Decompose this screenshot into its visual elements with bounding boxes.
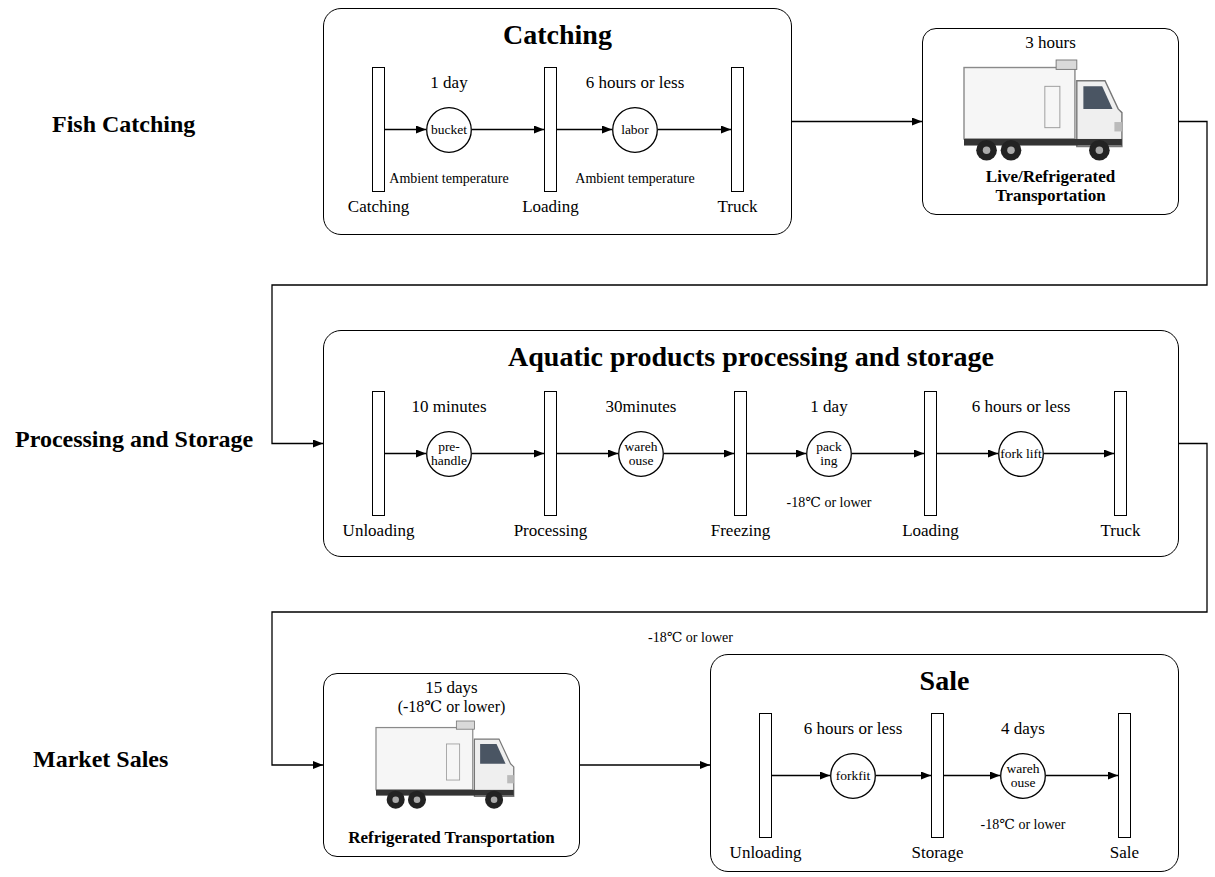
activity-circle: 1 daybucketAmbient temperature — [426, 107, 472, 153]
condition-label: Ambient temperature — [575, 171, 694, 187]
activity-circle: 4 dayswareh ouse-18℃ or lower — [1000, 753, 1046, 799]
stage-group: CatchingCatching1 daybucketAmbient tempe… — [323, 8, 792, 235]
bar-label: Sale — [1110, 843, 1139, 863]
stage-bar: Loading — [544, 67, 557, 192]
activity-circle: 6 hours or lessfork lift — [998, 431, 1044, 477]
row-label: Processing and Storage — [15, 426, 253, 454]
flow-arrow — [1046, 775, 1118, 776]
activity-circle: 6 hours or lessforkfit — [830, 753, 876, 799]
bar-label: Loading — [902, 521, 959, 541]
circle-shape — [613, 107, 658, 152]
activity-name: labor — [612, 122, 658, 136]
transport-label: Live/Refrigerated Transportation — [966, 167, 1136, 206]
flow-arrow — [385, 453, 426, 454]
stage-group: SaleUnloading6 hours or lessforkfitStora… — [710, 654, 1179, 872]
activity-name: fork lift — [998, 446, 1044, 460]
stage-bar: Truck — [731, 67, 744, 192]
bar-label: Unloading — [730, 843, 802, 863]
stage-bar: Unloading — [372, 391, 385, 516]
duration-label: 1 day — [810, 397, 847, 417]
bar-label: Unloading — [343, 521, 415, 541]
activity-name: bucket — [426, 122, 472, 136]
flow-arrow — [876, 775, 931, 776]
stage-title: Sale — [711, 665, 1178, 697]
flow-arrow — [658, 129, 731, 130]
stage-bar: Catching — [372, 67, 385, 192]
stage-bar: Freezing — [734, 391, 747, 516]
circle-shape — [999, 431, 1044, 476]
bar-label: Truck — [1101, 521, 1141, 541]
activity-name: wareh ouse — [1000, 761, 1046, 789]
stage-bar: Loading — [924, 391, 937, 516]
duration-label: 30minutes — [606, 397, 677, 417]
stage-bar: Truck — [1114, 391, 1127, 516]
circle-shape — [427, 431, 472, 476]
stage-group: Aquatic products processing and storageU… — [323, 330, 1179, 557]
condition-label: Ambient temperature — [389, 171, 508, 187]
activity-circle: 10 minutespre- handle — [426, 431, 472, 477]
activity-circle: 1 daypack ing-18℃ or lower — [806, 431, 852, 477]
bar-label: Storage — [912, 843, 964, 863]
stage-bar: Unloading — [759, 713, 772, 838]
flow-arrow — [772, 775, 830, 776]
note-label: -18℃ or lower — [648, 630, 733, 646]
flow-arrow — [385, 129, 426, 130]
duration-label: 10 minutes — [411, 397, 486, 417]
stage-bar: Processing — [544, 391, 557, 516]
activity-name: wareh ouse — [618, 439, 664, 467]
flow-arrow — [747, 453, 806, 454]
transport-box: 3 hoursLive/Refrigerated Transportation — [922, 28, 1179, 215]
activity-circle: 6 hours or lesslaborAmbient temperature — [612, 107, 658, 153]
stage-bar: Sale — [1118, 713, 1131, 838]
transport-time: 3 hours — [923, 33, 1178, 53]
activity-name: forkfit — [830, 768, 876, 782]
circle-shape — [619, 431, 664, 476]
flow-arrow — [557, 129, 612, 130]
flow-arrow — [580, 764, 710, 765]
duration-label: 6 hours or less — [586, 73, 685, 93]
circle-shape — [427, 107, 472, 152]
flow-arrow — [557, 453, 618, 454]
transport-box: 15 days(-18℃ or lower) Refrigerated Trans… — [323, 673, 580, 857]
duration-label: 1 day — [430, 73, 467, 93]
row-label: Fish Catching — [52, 111, 195, 139]
transport-condition: (-18℃ or lower) — [324, 698, 579, 716]
flow-arrow — [472, 453, 544, 454]
activity-circle: 30minuteswareh ouse — [618, 431, 664, 477]
flow-arrow — [472, 129, 544, 130]
flow-arrow — [664, 453, 734, 454]
duration-label: 6 hours or less — [972, 397, 1071, 417]
activity-name: pack ing — [806, 439, 852, 467]
bar-label: Freezing — [711, 521, 770, 541]
row-label: Market Sales — [33, 746, 168, 774]
circle-shape — [831, 753, 876, 798]
stage-title: Catching — [324, 19, 791, 51]
condition-label: -18℃ or lower — [787, 495, 872, 511]
bar-label: Catching — [348, 197, 409, 217]
activity-name: pre- handle — [426, 439, 472, 467]
truck-picture — [376, 721, 514, 809]
duration-label: 6 hours or less — [804, 719, 903, 739]
circle-shape — [807, 431, 852, 476]
flow-arrow — [1044, 453, 1114, 454]
bar-label: Truck — [718, 197, 758, 217]
transport-label: Refrigerated Transportation — [324, 828, 579, 848]
bar-label: Processing — [514, 521, 588, 541]
duration-label: 4 days — [1001, 719, 1045, 739]
flow-arrow — [792, 121, 922, 122]
stage-title: Aquatic products processing and storage — [324, 341, 1178, 373]
connector-group — [272, 122, 1207, 776]
bar-label: Loading — [522, 197, 579, 217]
condition-label: -18℃ or lower — [981, 817, 1066, 833]
flow-arrow — [944, 775, 1000, 776]
stage-bar: Storage — [931, 713, 944, 838]
flow-arrow — [937, 453, 998, 454]
transport-time: 15 days — [324, 678, 579, 698]
circle-shape — [1001, 753, 1046, 798]
flow-arrow — [852, 453, 924, 454]
truck-picture — [964, 60, 1122, 161]
